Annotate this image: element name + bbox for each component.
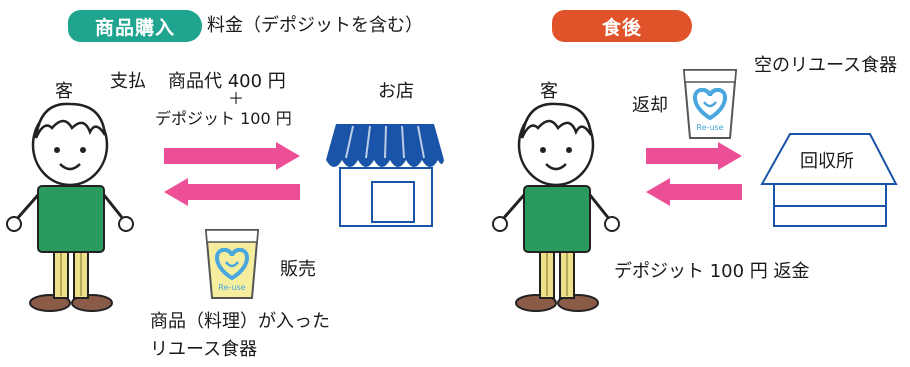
- empty-cup-logo-text: Re-use: [696, 123, 723, 132]
- customer-legs-left: [53, 247, 89, 299]
- customer-shirt-left: [37, 185, 105, 253]
- shop-icon: [326, 124, 444, 227]
- sale-arrow: [164, 178, 300, 206]
- goods-price: 商品代 400 円: [168, 71, 286, 92]
- purchase-tag-label: 商品購入: [94, 16, 175, 39]
- after-meal-tag: 食後: [552, 10, 692, 42]
- customer-shirt-right: [523, 185, 591, 253]
- pay-arrow: [164, 142, 300, 170]
- customer-head-right: [517, 102, 595, 187]
- empty-reuse-cup-icon: Re-use: [682, 69, 738, 139]
- customer-arms-right: [492, 194, 620, 232]
- full-reuse-cup-icon: Re-use: [204, 229, 260, 299]
- customer-figure-left: [6, 102, 134, 312]
- customer-label-left: 客: [55, 81, 73, 102]
- sale-label: 販売: [280, 259, 316, 280]
- product-caption-line2: リユース食器: [150, 339, 258, 360]
- shop-label: お店: [378, 81, 414, 102]
- refund-arrow: [646, 178, 742, 206]
- return-arrow: [646, 142, 742, 170]
- customer-label-right: 客: [540, 81, 558, 102]
- refund-text: デポジット 100 円 返金: [614, 261, 810, 282]
- full-cup-logo-text: Re-use: [218, 283, 245, 292]
- purchase-caption: 料金（デポジットを含む）: [207, 15, 423, 36]
- return-label: 返却: [632, 95, 668, 116]
- plus-sign: ＋: [228, 89, 245, 108]
- customer-head-left: [31, 102, 109, 187]
- collection-label: 回収所: [800, 151, 854, 172]
- after-meal-tag-label: 食後: [601, 16, 642, 39]
- customer-shoes-right: [515, 294, 599, 312]
- product-caption-line1: 商品（料理）が入った: [150, 311, 330, 332]
- pay-label: 支払: [110, 71, 146, 92]
- customer-arms-left: [6, 194, 134, 232]
- collection-point-icon: [760, 133, 898, 227]
- customer-shoes-left: [29, 294, 113, 312]
- deposit-price: デポジット 100 円: [155, 109, 292, 128]
- purchase-tag: 商品購入: [68, 10, 202, 42]
- customer-legs-right: [539, 247, 575, 299]
- empty-cup-label: 空のリユース食器: [754, 55, 898, 76]
- customer-figure-right: [492, 102, 620, 312]
